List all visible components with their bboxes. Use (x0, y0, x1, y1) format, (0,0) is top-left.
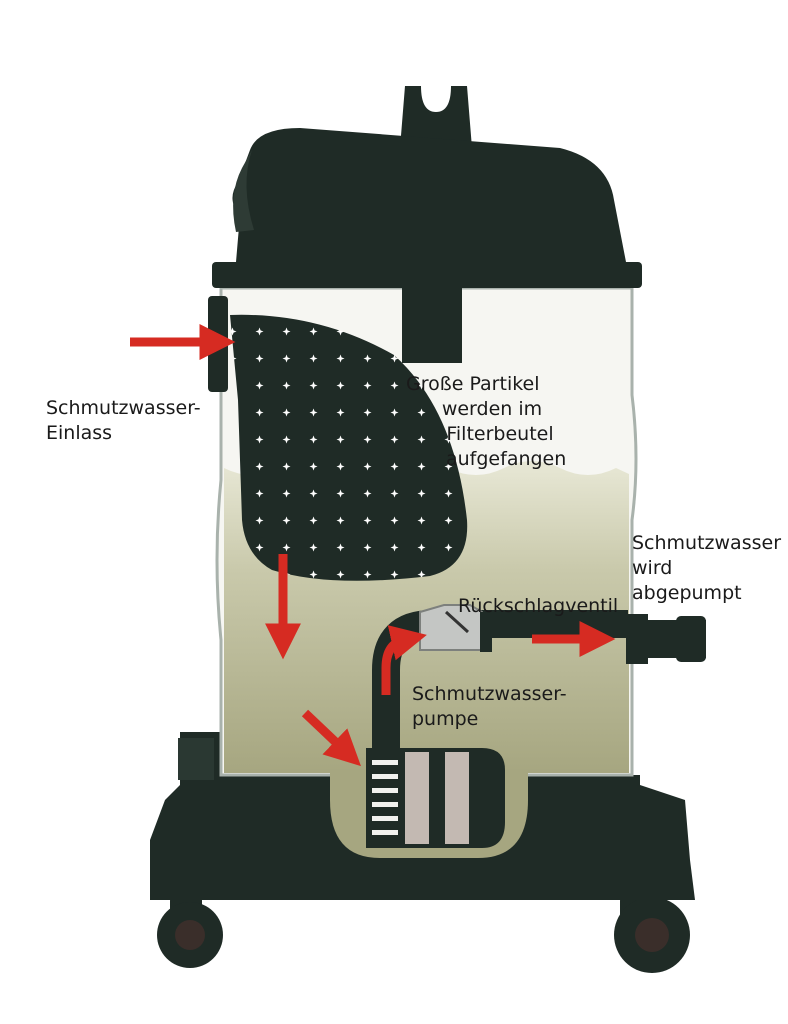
hose-flow-arrow (381, 625, 427, 695)
pump-intake-grill (372, 760, 398, 835)
wheel-left (157, 895, 223, 968)
pump-band-2 (445, 752, 469, 844)
label-filter-bag: Große Partikel werden im Filterbeutel au… (406, 373, 567, 470)
label-inlet: Schmutzwasser- Einlass (46, 397, 201, 444)
label-pump: Schmutzwasser- pumpe (412, 683, 567, 730)
pump-intake-arrow (301, 709, 361, 767)
label-pumped-out: Schmutzwasser wird abgepumpt (632, 532, 782, 604)
motor-head (212, 86, 642, 363)
flow-arrows (130, 324, 616, 767)
outlet-port (626, 614, 706, 664)
pump-band-1 (405, 752, 429, 844)
wheel-right (614, 895, 690, 973)
label-check-valve: Rückschlagventil (458, 595, 619, 617)
filter-bag (230, 314, 468, 581)
